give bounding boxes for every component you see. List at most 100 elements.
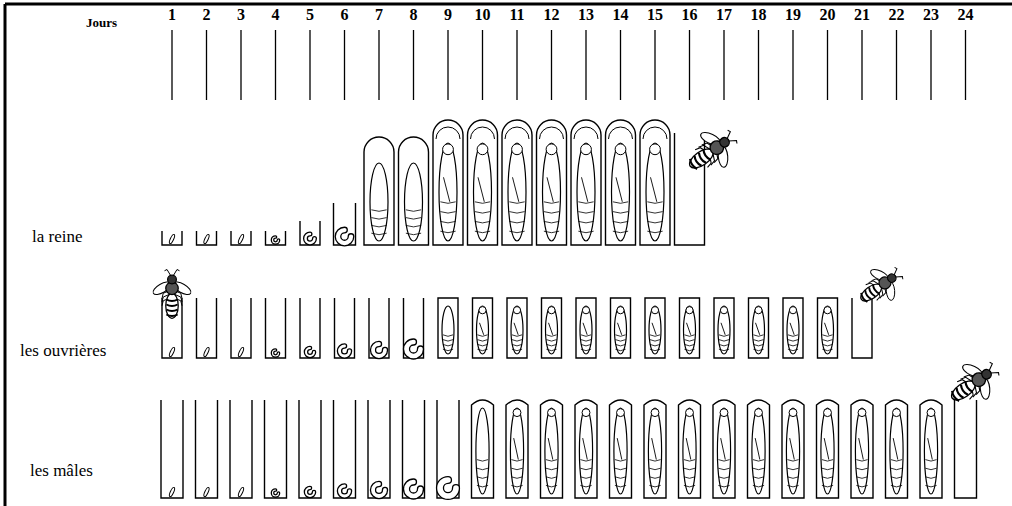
pupa-body [439, 143, 457, 241]
pupa-leg [824, 438, 829, 460]
day-tick [758, 30, 759, 100]
pupa-segment [856, 460, 867, 462]
day-ticks [172, 30, 966, 100]
row-label: la reine [32, 228, 83, 247]
pupa-segment [718, 460, 729, 462]
pupa-segment [753, 344, 763, 346]
pupa-segment [443, 340, 453, 342]
pupa-segments [856, 460, 867, 487]
larva-outline [273, 490, 279, 496]
pupa-head [617, 409, 625, 417]
pupa-segments [578, 202, 593, 233]
pupa-head [893, 409, 901, 417]
pupa-segment [613, 202, 628, 204]
pupa-head [581, 144, 592, 155]
open-cell [197, 298, 217, 358]
pupa-segment [856, 485, 867, 487]
pupa-body [476, 408, 489, 494]
pupa-segment [822, 349, 832, 351]
pupa-body [890, 408, 903, 494]
pupa-segment [371, 225, 386, 227]
pupa-head [824, 307, 831, 314]
pupa-segment [511, 468, 522, 470]
day-number: 22 [889, 6, 905, 24]
day-number: 8 [410, 6, 418, 24]
bee-stripe [693, 156, 701, 167]
cell-cap [505, 127, 529, 139]
pupa-head [513, 409, 521, 417]
pupa-head [927, 409, 935, 417]
pupa-segments [443, 335, 453, 351]
pupa-segment [512, 344, 522, 346]
pupa-segment [440, 231, 455, 233]
pupa-segments [546, 460, 557, 487]
pupa-head [686, 409, 694, 417]
pupa-segment [647, 212, 662, 214]
capped-cell [817, 400, 839, 498]
bee-head [718, 136, 731, 149]
queen-cell [606, 120, 636, 245]
cell-cap [643, 127, 667, 139]
bee-head [980, 368, 993, 381]
pupa-segment [477, 335, 487, 337]
day-tick [344, 30, 345, 100]
pupa-segment [787, 460, 798, 462]
pupa-segment [371, 210, 386, 212]
queen-cell [537, 120, 567, 245]
pupa-body [753, 306, 765, 354]
bee-stripe [872, 285, 879, 295]
pupa-segment [788, 344, 798, 346]
pupa-head [477, 144, 488, 155]
queen-cell [433, 120, 463, 245]
egg [168, 234, 175, 244]
pupa-segment [581, 349, 591, 351]
pupa-body [822, 306, 834, 354]
pupa-segment [477, 349, 487, 351]
pupa-segments [511, 460, 522, 487]
day-number: 14 [613, 6, 629, 24]
day-number: 17 [716, 6, 732, 24]
pupa-segment [719, 335, 729, 337]
day-number: 19 [785, 6, 801, 24]
larva-outline [306, 488, 314, 496]
pupa-leg [583, 438, 588, 460]
pupa-leg [790, 323, 794, 335]
day-tick [551, 30, 552, 100]
pupa-segments [787, 460, 798, 487]
pupa-segments [512, 335, 522, 351]
pupa-segment [615, 460, 626, 462]
pupa-leg [478, 177, 484, 202]
pupa-segment [650, 344, 660, 346]
pupa-leg [513, 177, 519, 202]
capped-cell [886, 400, 908, 498]
pupa-body [508, 143, 526, 241]
larva-body [273, 490, 279, 496]
pupa-segment [440, 221, 455, 223]
pupa-segments [647, 202, 662, 233]
pupa-segments [650, 335, 660, 351]
larva-outline [340, 346, 350, 356]
pupa-segments [406, 210, 421, 235]
pupa-segment [650, 335, 660, 337]
capped-cell [714, 298, 734, 358]
pupa-segment [822, 344, 832, 346]
day-number: 20 [820, 6, 836, 24]
day-tick [413, 30, 414, 100]
pupa-body [684, 306, 696, 354]
pupa-segment [440, 212, 455, 214]
pupa-segments [475, 202, 490, 233]
queen-cell [399, 137, 429, 245]
pupa-head [617, 307, 624, 314]
pupa-segment [753, 460, 764, 462]
pupa-segment [650, 340, 660, 342]
pupa-segment [546, 468, 557, 470]
pupa-leg [755, 438, 760, 460]
pupa-segment [684, 485, 695, 487]
open-cell [265, 400, 287, 498]
cells-group [151, 30, 1008, 498]
bee-antenna [165, 270, 171, 276]
pupa-head [824, 409, 832, 417]
cell-cap [574, 127, 598, 139]
pupa-head [443, 144, 454, 155]
pupa-leg [859, 438, 864, 460]
